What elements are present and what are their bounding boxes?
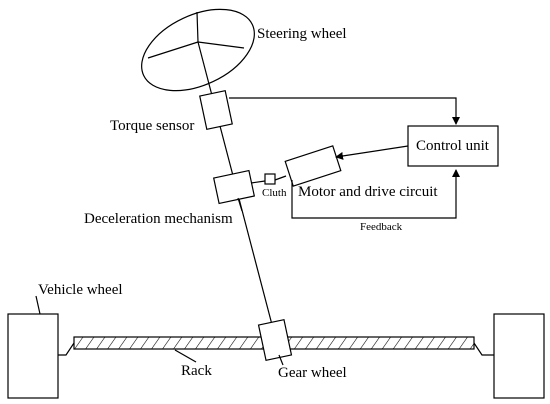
gear-wheel-leader	[278, 354, 284, 366]
label-gear-wheel: Gear wheel	[278, 365, 347, 381]
label-deceleration: Deceleration mechanism	[84, 211, 233, 227]
label-torque-sensor: Torque sensor	[110, 118, 194, 134]
motor-box	[284, 145, 342, 187]
clutch-motor-link	[274, 175, 287, 181]
label-motor-drive: Motor and drive circuit	[298, 184, 438, 200]
control-unit-box	[407, 125, 499, 167]
steering-spoke-left	[147, 41, 199, 59]
clutch-box	[264, 173, 276, 185]
vehicle-wheel-left	[7, 313, 59, 399]
tie-rod-right	[473, 342, 494, 356]
torque-to-control-arrow	[229, 97, 460, 125]
steering-spoke-right	[197, 41, 245, 49]
steering-spoke-top	[196, 11, 199, 43]
tie-rod-left	[58, 342, 75, 356]
steering-wheel	[141, 8, 255, 92]
vehicle-wheel-leader	[35, 295, 41, 315]
vehicle-wheel-right	[493, 313, 545, 399]
deceleration-mechanism-box	[212, 169, 256, 205]
label-steering-wheel: Steering wheel	[257, 26, 347, 42]
label-rack: Rack	[181, 363, 212, 379]
label-feedback: Feedback	[360, 221, 403, 233]
feedback-arrow	[291, 169, 460, 219]
label-vehicle-wheel: Vehicle wheel	[38, 282, 123, 298]
torque-sensor-box	[199, 89, 233, 131]
control-to-motor-arrow	[335, 145, 409, 160]
deceleration-clutch-link	[250, 180, 266, 184]
gear-wheel-box	[257, 318, 293, 362]
label-control-unit: Control unit	[416, 138, 490, 154]
label-cluth: Cluth	[262, 187, 287, 199]
deceleration-leader	[237, 197, 243, 212]
rack-leader	[174, 349, 197, 363]
